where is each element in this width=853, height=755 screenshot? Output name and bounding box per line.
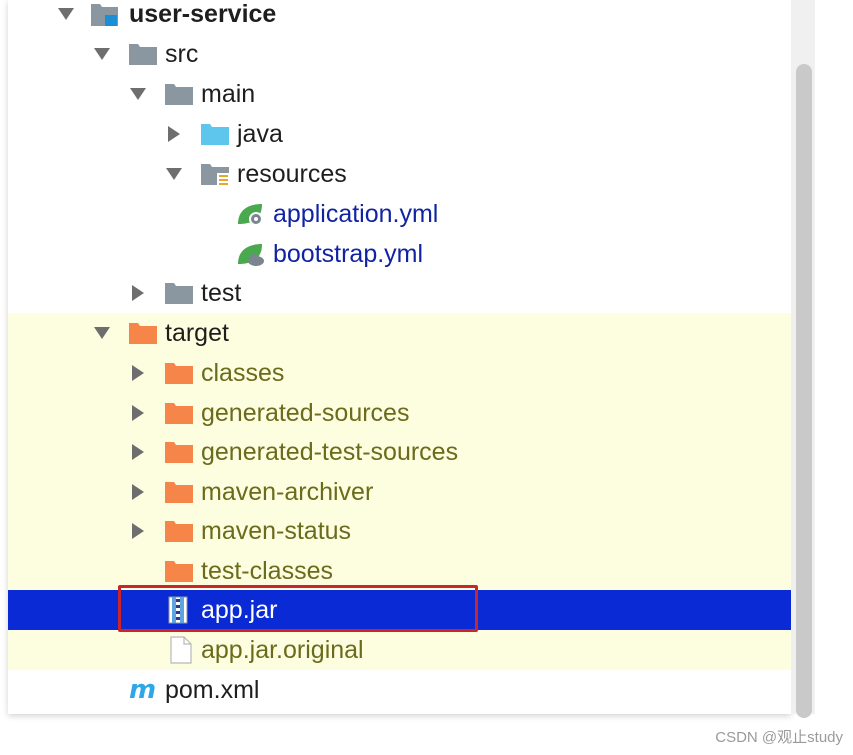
selection-highlight-box (118, 585, 478, 632)
expanded-arrow-icon[interactable] (128, 74, 148, 114)
tree-label: test (201, 279, 242, 307)
collapsed-arrow-icon[interactable] (128, 273, 148, 313)
tree-label: maven-status (201, 517, 352, 545)
tree-row-maven-status[interactable]: maven-status (8, 511, 791, 551)
jar-archive-icon (168, 590, 188, 630)
tree-label: bootstrap.yml (273, 240, 424, 268)
tree-label: test-classes (201, 557, 333, 585)
tree-label: main (201, 80, 256, 108)
tree-row-generated-test-sources[interactable]: generated-test-sources (8, 432, 791, 472)
tree-label: target (165, 319, 229, 347)
tree-row-bootstrap-yml[interactable]: bootstrap.yml (8, 234, 791, 274)
expanded-arrow-icon[interactable] (164, 154, 184, 194)
tree-label: app.jar.original (201, 636, 364, 664)
tree-row-test-classes[interactable]: test-classes (8, 551, 791, 591)
collapsed-arrow-icon[interactable] (164, 114, 184, 154)
spring-config-icon (236, 194, 266, 234)
tree-row-app-jar[interactable]: app.jar (8, 590, 791, 630)
tree-row-generated-sources[interactable]: generated-sources (8, 393, 791, 433)
tree-row-src[interactable]: src (8, 34, 791, 74)
tree-label: resources (237, 160, 347, 188)
expanded-arrow-icon[interactable] (56, 0, 76, 34)
excluded-folder-icon (164, 472, 194, 512)
tree-label: generated-sources (201, 399, 410, 427)
tree-row-pom-xml[interactable]: m pom.xml (8, 670, 791, 710)
tree-label: application.yml (273, 200, 439, 228)
tree-label: classes (201, 359, 285, 387)
tree-row-target[interactable]: target (8, 313, 791, 353)
tree-label: generated-test-sources (201, 438, 459, 466)
tree-row-java[interactable]: java (8, 114, 791, 154)
tree-row-main[interactable]: main (8, 74, 791, 114)
expanded-arrow-icon[interactable] (92, 34, 112, 74)
collapsed-arrow-icon[interactable] (128, 511, 148, 551)
tree-row-app-jar-original[interactable]: app.jar.original (8, 630, 791, 670)
excluded-folder-icon (128, 313, 158, 353)
scrollbar-thumb[interactable] (796, 64, 812, 718)
watermark: CSDN @观止study (715, 729, 843, 746)
tree-label: src (165, 40, 199, 68)
svg-text:m: m (129, 677, 156, 703)
expanded-arrow-icon[interactable] (92, 313, 112, 353)
tree-row-test[interactable]: test (8, 273, 791, 313)
excluded-folder-icon (164, 511, 194, 551)
folder-icon (164, 273, 194, 313)
tree-label: maven-archiver (201, 478, 374, 506)
file-icon (170, 630, 192, 670)
collapsed-arrow-icon[interactable] (128, 353, 148, 393)
folder-icon (128, 34, 158, 74)
collapsed-arrow-icon[interactable] (128, 432, 148, 472)
tree-label: java (237, 120, 283, 148)
tree-row-application-yml[interactable]: application.yml (8, 194, 791, 234)
folder-icon (164, 74, 194, 114)
tree-label: app.jar (201, 596, 278, 624)
tree-row-user-service[interactable]: user-service (8, 0, 791, 34)
resources-folder-icon (200, 154, 232, 194)
excluded-folder-icon (164, 353, 194, 393)
tree-row-resources[interactable]: resources (8, 154, 791, 194)
source-folder-icon (200, 114, 230, 154)
spring-cloud-config-icon (236, 234, 266, 274)
collapsed-arrow-icon[interactable] (128, 472, 148, 512)
tree-row-classes[interactable]: classes (8, 353, 791, 393)
tree-label: user-service (129, 0, 277, 28)
tree-row-maven-archiver[interactable]: maven-archiver (8, 472, 791, 512)
tree-label: pom.xml (165, 676, 260, 704)
module-folder-icon (90, 0, 120, 34)
collapsed-arrow-icon[interactable] (128, 393, 148, 433)
excluded-folder-icon (164, 393, 194, 433)
excluded-folder-icon (164, 432, 194, 472)
excluded-folder-icon (164, 551, 194, 591)
maven-icon: m (128, 670, 160, 710)
